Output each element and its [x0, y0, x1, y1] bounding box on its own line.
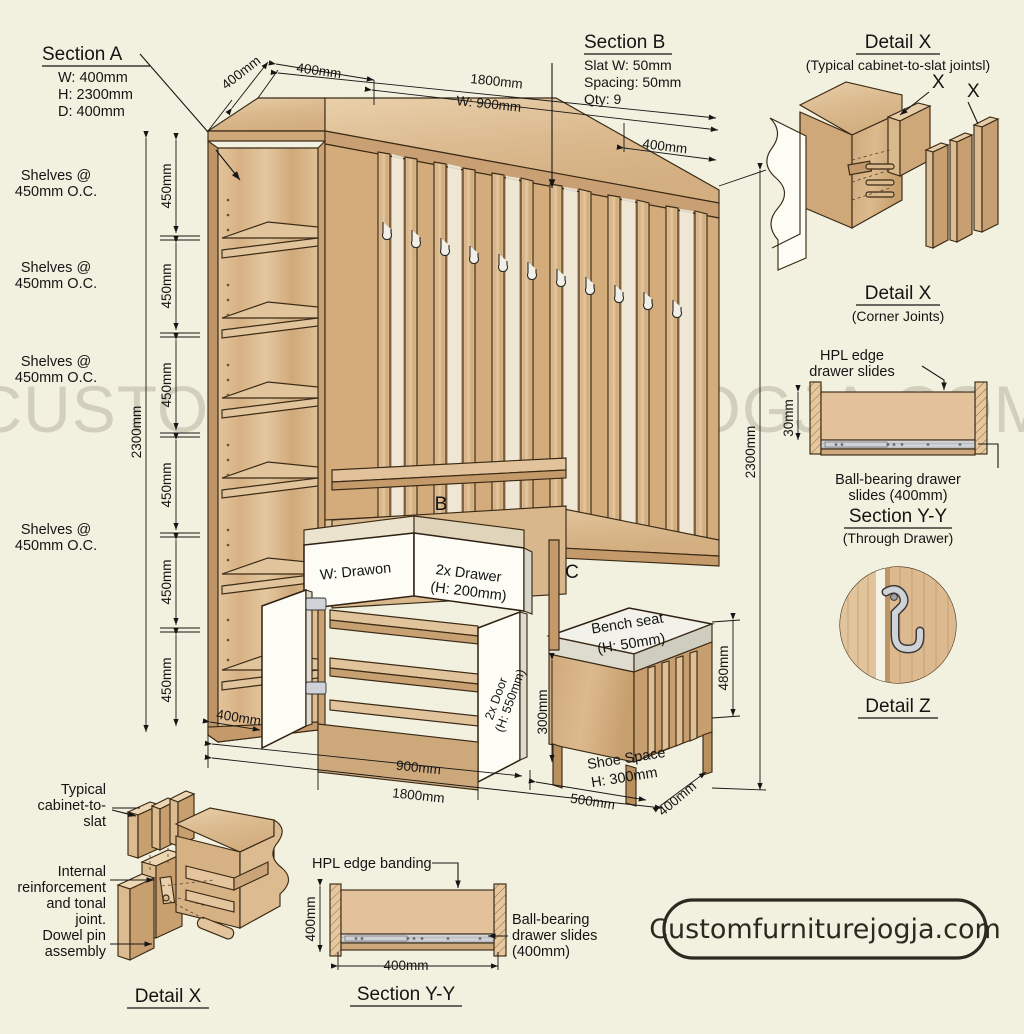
dim-450-5: 450mm: [159, 559, 174, 604]
section-b-line-3: Qty: 9: [584, 91, 622, 107]
dim-shoe-300: 300mm: [535, 689, 550, 734]
yy-right-subtitle: (Through Drawer): [843, 530, 953, 546]
yy-right-note-bottom-l2: slides (400mm): [848, 488, 947, 504]
dim-mid-width: W: 900mm: [456, 93, 522, 115]
yy-bottom-note-r3: (400mm): [512, 944, 570, 960]
dx-note1-l3: slat: [83, 814, 106, 830]
detail-x-top-subtitle: (Typical cabinet-to-slat jointsl): [806, 57, 990, 73]
main-isometric-cabinet: [206, 97, 720, 807]
dim-overall-width: 1800mm: [470, 71, 524, 91]
detail-x-top-right: Detail X (Typical cabinet-to-slat joints…: [766, 32, 1000, 324]
yy-right-title: Section Y-Y: [849, 506, 948, 527]
dim-right-depth: 400mm: [642, 136, 689, 156]
brand-badge[interactable]: Customfurniturejogja.com: [649, 898, 1001, 960]
section-yy-right: HPL edge drawer slides 30mm Ball-bearing…: [781, 348, 999, 546]
dx-note1-l2: cabinet-to-: [37, 798, 106, 814]
slat-wall-section-b: [324, 97, 720, 558]
lower-doors: [261, 588, 528, 784]
section-b-title: Section B: [584, 32, 665, 53]
shelf-note-4-l2: 450mm O.C.: [15, 538, 97, 554]
section-a-title: Section A: [42, 44, 123, 65]
dx-note3-l1: Dowel pin: [42, 928, 106, 944]
yy-bottom-note-r2: drawer slides: [512, 928, 597, 944]
brand-text: Customfurniturejogja.com: [649, 914, 1001, 945]
dim-left-bay-width: 400mm: [296, 60, 343, 81]
dim-450-2: 450mm: [159, 263, 174, 308]
dx-note2-l2: reinforcement: [17, 880, 106, 896]
drawer-unit: [303, 505, 567, 615]
detail-x-mark-1: X: [932, 72, 945, 93]
bay-label-b: B: [435, 494, 448, 515]
shelf-note-2-l1: Shelves @: [21, 260, 91, 276]
coat-hooks: [381, 222, 683, 319]
section-a-line-2: H: 2300mm: [58, 87, 133, 103]
bay-label-c: C: [565, 562, 579, 583]
section-a-line-3: D: 400mm: [58, 104, 125, 120]
coat-hook-icon: [881, 584, 925, 654]
yy-bottom-note-r1: Ball-bearing: [512, 912, 589, 928]
dim-base-1800: 1800mm: [392, 785, 446, 805]
detail-x-top-title: Detail X: [865, 32, 932, 53]
dim-450-4: 450mm: [159, 462, 174, 507]
dx-note2-l1: Internal: [58, 864, 106, 880]
dim-450-1: 450mm: [159, 163, 174, 208]
detail-x-bottom-title: Detail X: [135, 986, 202, 1007]
dim-height-left-2300: 2300mm: [129, 406, 144, 459]
bench-shoe-unit: [546, 539, 715, 807]
dim-base-left-400: 400mm: [215, 707, 262, 729]
yy-right-note-bottom-l1: Ball-bearing drawer: [835, 472, 961, 488]
detail-x-bottom-left: Typical cabinet-to- slat Internal reinfo…: [17, 782, 290, 1009]
dim-bench-500: 500mm: [569, 791, 616, 813]
dx-note2-l3: and tonal: [46, 896, 106, 912]
shelf-note-1-l2: 450mm O.C.: [15, 184, 97, 200]
detail-z-title: Detail Z: [865, 696, 931, 717]
dim-height-right-2300: 2300mm: [743, 426, 758, 479]
dim-bench-480: 480mm: [716, 645, 731, 690]
shelf-note-1-l1: Shelves @: [21, 168, 91, 184]
yy-bottom-title: Section Y-Y: [357, 984, 456, 1005]
section-b-line-1: Slat W: 50mm: [584, 57, 672, 73]
detail-x-mark-2: X: [967, 81, 980, 102]
yy-right-note-top-l2: drawer slides: [809, 364, 894, 380]
dx-note1-l1: Typical: [61, 782, 106, 798]
yy-right-note-top-l1: HPL edge: [820, 348, 884, 364]
yy-bottom-dim-height: 400mm: [303, 896, 318, 941]
detail-x-corner-title: Detail X: [865, 283, 932, 304]
dim-450-6: 450mm: [159, 657, 174, 702]
shelf-note-3-l1: Shelves @: [21, 354, 91, 370]
main-dimensions: [139, 53, 767, 813]
dim-450-3: 450mm: [159, 362, 174, 407]
yy-right-dim-30: 30mm: [781, 399, 796, 437]
dx-note3-l2: assembly: [45, 944, 107, 960]
yy-bottom-dim-width: 400mm: [383, 958, 428, 973]
section-yy-bottom: HPL edge banding 400mm 400mm Ball-bearin…: [303, 856, 597, 1007]
dim-base-900: 900mm: [395, 758, 441, 778]
drawer-front-label: W: Drawon: [319, 560, 392, 583]
detail-x-corner-subtitle: (Corner Joints): [852, 308, 945, 324]
yy-bottom-note-top: HPL edge banding: [312, 856, 432, 872]
section-a-line-1: W: 400mm: [58, 70, 128, 86]
door-left-open: [261, 588, 307, 750]
shelf-note-2-l2: 450mm O.C.: [15, 276, 97, 292]
shelf-note-4-l1: Shelves @: [21, 522, 91, 538]
dx-note2-l4: joint.: [74, 912, 106, 928]
shelf-note-3-l2: 450mm O.C.: [15, 370, 97, 386]
section-b-line-2: Spacing: 50mm: [584, 74, 681, 90]
